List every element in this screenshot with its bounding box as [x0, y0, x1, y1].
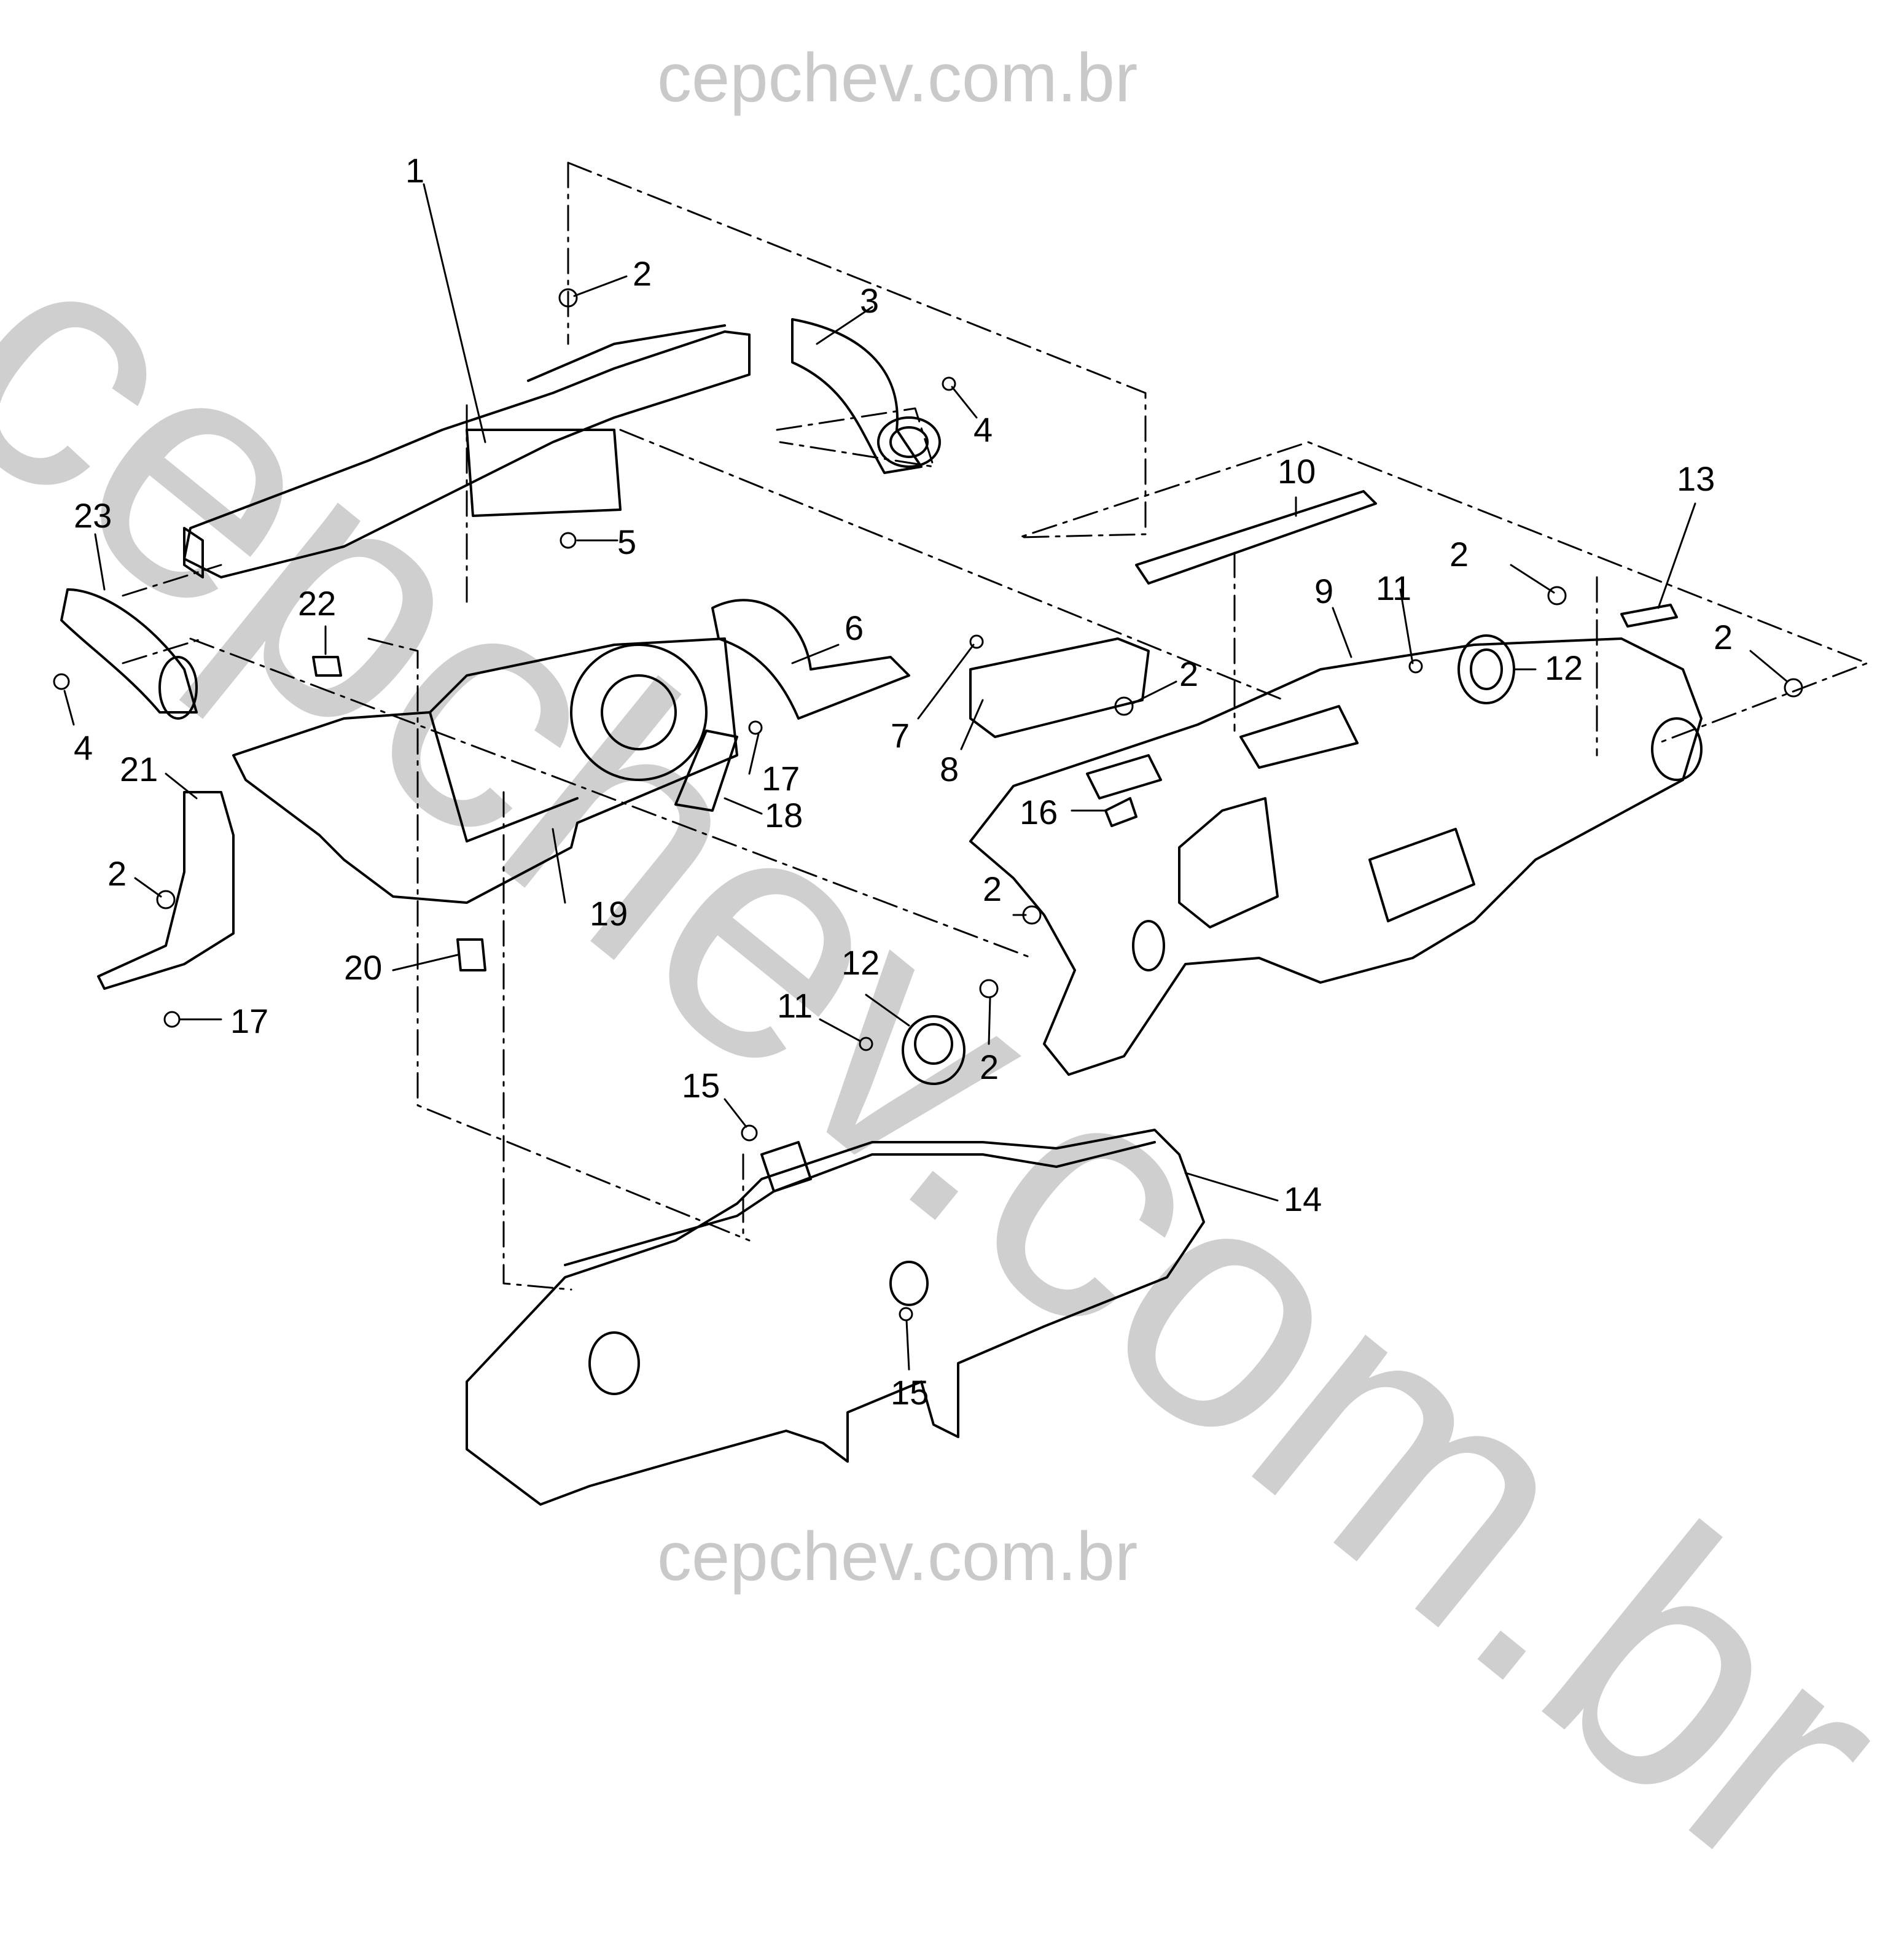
callout-18: 18: [765, 796, 803, 835]
bracket-16: [1104, 797, 1137, 827]
callout-2: 2: [1179, 655, 1199, 693]
callout-17: 17: [230, 1002, 269, 1040]
hvac-module-19: [232, 637, 738, 904]
callout-21: 21: [120, 750, 158, 788]
cross-car-beam-14: [466, 1129, 1205, 1506]
callout-4: 4: [973, 410, 993, 449]
callout-1: 1: [405, 151, 425, 190]
callout-7: 7: [891, 716, 910, 755]
defroster-grille-10: [1135, 490, 1377, 585]
top-watermark: cepchev.com.br: [657, 39, 1138, 116]
outlet-12-left: [902, 1015, 966, 1085]
callout-15: 15: [682, 1066, 720, 1105]
callout-17: 17: [762, 759, 800, 798]
callout-2: 2: [1714, 618, 1733, 656]
callout-2: 2: [983, 870, 1002, 908]
callout-12: 12: [1545, 648, 1583, 687]
callout-8: 8: [940, 750, 959, 788]
callout-22: 22: [298, 584, 337, 623]
callout-10: 10: [1278, 452, 1316, 491]
exploded-parts-diagram: cepchev.com.br cepchev.com.br cepchev.co…: [0, 39, 1904, 1942]
duct-6: [711, 599, 910, 720]
callout-2: 2: [633, 254, 652, 293]
callout-2: 2: [1449, 535, 1469, 574]
callout-14: 14: [1284, 1180, 1322, 1218]
callout-12: 12: [841, 943, 880, 982]
outlet-12-right: [1457, 634, 1515, 704]
line-art: [53, 162, 1868, 1506]
plug-20: [456, 938, 486, 971]
callout-11: 11: [1376, 569, 1412, 607]
callout-2: 2: [980, 1048, 999, 1086]
upper-air-duct: [183, 318, 941, 578]
callout-4: 4: [74, 728, 93, 767]
clip-22: [312, 656, 342, 677]
alignment-lines: [122, 162, 1868, 1291]
callout-23: 23: [74, 496, 112, 535]
bottom-watermark: cepchev.com.br: [657, 1518, 1138, 1595]
callout-2: 2: [107, 854, 127, 893]
bezel-13: [1620, 604, 1678, 628]
callout-20: 20: [344, 948, 383, 987]
lower-left-duct-21: [97, 791, 235, 990]
callout-13: 13: [1677, 459, 1715, 498]
callout-6: 6: [845, 609, 864, 647]
callout-15: 15: [891, 1373, 929, 1412]
center-vent-8: [969, 637, 1150, 738]
callout-11: 11: [777, 986, 813, 1025]
callout-3: 3: [860, 281, 880, 320]
callout-19: 19: [590, 894, 628, 933]
callout-5: 5: [617, 523, 637, 561]
leader-lines: [63, 183, 1789, 1371]
instrument-panel-9: [969, 637, 1703, 1076]
fasteners: [53, 288, 1803, 1321]
callout-9: 9: [1314, 572, 1334, 610]
left-duct-23: [60, 588, 198, 720]
module-18: [674, 730, 738, 812]
callout-16: 16: [1020, 793, 1058, 831]
